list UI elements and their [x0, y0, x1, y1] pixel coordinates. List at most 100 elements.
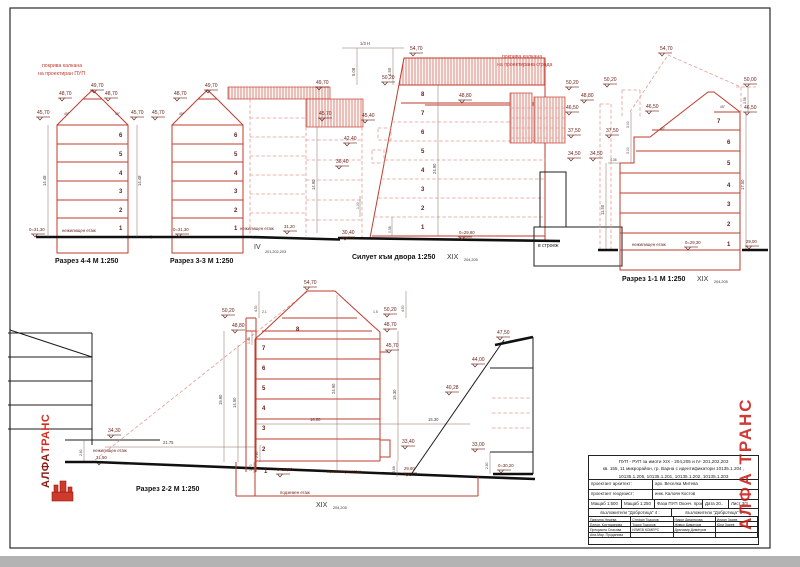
dim-lines — [223, 291, 261, 473]
dim: 2.80 — [255, 451, 259, 458]
section-caption: Разрез 1-1 М 1:250 — [622, 276, 685, 283]
clients-names-grid: Павлина Недева Стефан Тодоров Никол Дими… — [589, 517, 758, 538]
ground-line — [65, 460, 536, 481]
dim: 16.00 — [310, 417, 321, 422]
base-level: 0=31,30 — [173, 227, 189, 232]
section-caption: Силует към двора 1:250 — [352, 254, 435, 261]
plot-sublabel: 204,205 — [714, 280, 728, 284]
architect-name: арх. Веселка Митева — [655, 481, 698, 486]
level-label: 33,00 — [472, 442, 485, 448]
dim: 15.90 — [218, 394, 223, 405]
floor-number: 6 — [421, 130, 425, 136]
dim: 4.50 — [387, 67, 392, 76]
client-name: Стефан Тодоров — [631, 517, 674, 523]
level-label: 54,70 — [410, 46, 423, 52]
angle-label: 45° — [660, 127, 666, 131]
terrace-stairs — [8, 329, 93, 445]
basement: подземен етаж — [235, 462, 479, 497]
dim-lines — [342, 47, 439, 236]
floor-number: 2 — [727, 222, 731, 228]
level-label: 46,50 — [744, 105, 757, 111]
dim: 2.1 — [262, 310, 267, 314]
alfatrans-logo — [51, 480, 74, 502]
client-name: Ана-Мар. Проданова — [589, 532, 632, 538]
roof-note-building-2: на проектирана сграда — [497, 62, 553, 68]
floor-number: 5 — [421, 149, 425, 155]
party-wall-column — [245, 317, 257, 472]
floor-number: 5 — [234, 152, 238, 158]
dim: 17.50 — [740, 179, 745, 190]
dim: 21.75 — [163, 440, 174, 445]
client-name — [715, 527, 758, 533]
third-height-dim: 1/3 Н — [360, 41, 370, 46]
scale-2: Мащаб 1:250 — [622, 500, 655, 508]
plot-label-xix: XIX — [697, 276, 709, 283]
phase: Фаза ПУП Оконч. проект — [657, 500, 703, 508]
roof-note-pup-2: на проектиран ПУП — [38, 71, 85, 77]
title-block: ПУП - РУП за имоти XIX - 204,205 и IV- 2… — [588, 455, 759, 545]
dim: 1.00 — [356, 202, 360, 209]
level-label: 50,00 — [744, 77, 757, 83]
base-level: 0=31,30 — [29, 227, 45, 232]
section-caption: Разрез 3-3 М 1:250 — [170, 258, 233, 265]
level-label: 45,40 — [362, 113, 375, 119]
dim: 11.50 — [600, 204, 605, 215]
level-label: 45,70 — [386, 343, 399, 349]
ground-line — [150, 235, 341, 241]
level-label: 49,70 — [205, 83, 218, 89]
section-2-2: 34,30 2.80 нежилищен етаж 31,50 21.75 50… — [8, 280, 536, 510]
plot-label-iv: IV — [254, 244, 261, 251]
floor-number: 1 — [421, 225, 425, 231]
client-name: Драгомир Димитров — [673, 527, 716, 533]
dim: 1.40 — [247, 337, 251, 344]
level-label: 47,50 — [497, 330, 510, 336]
level-label: 50,20 — [222, 308, 235, 314]
dim: 3.68 — [392, 466, 396, 473]
dim-lines — [605, 87, 749, 250]
level-label: 40,28 — [446, 385, 459, 391]
client-name — [631, 532, 674, 538]
ground-line — [337, 236, 561, 243]
level-label: 46,50 — [646, 104, 659, 110]
project-title-line3: 10135.1.205, 10135.1.201, 10135.1.202, 1… — [618, 473, 729, 479]
stamp-alfa: АЛФА — [40, 453, 52, 488]
roof-note-pup: покрива калкана — [42, 63, 82, 69]
right-slope-structure — [409, 335, 534, 477]
dim: 14.50 — [232, 397, 237, 408]
level-label: 36,40 — [336, 159, 349, 165]
dim: 5.08 — [351, 67, 356, 76]
floor-number: 1 — [727, 242, 731, 248]
building-outline — [171, 89, 244, 254]
dashed-roof-envelope — [629, 54, 756, 113]
level-label: 34,50 — [568, 151, 581, 157]
client-name: Елеон. Костадинова — [589, 522, 632, 528]
client-name: Живко Димитров — [673, 522, 716, 528]
level-label: 30,40 — [342, 230, 355, 236]
nonres-floor-label: нежилищен етаж — [62, 228, 96, 233]
level-label: 50,20 — [604, 77, 617, 83]
client-name — [715, 532, 758, 538]
nonres-floor-label: нежилищен етаж — [240, 226, 274, 231]
level-label: 48,80 — [459, 93, 472, 99]
level-label: 46,50 — [566, 105, 579, 111]
dim-lines — [255, 291, 470, 477]
nonres-floor-label: нежилищен етаж — [632, 242, 666, 247]
floor-number: 7 — [262, 346, 266, 352]
hatched-wall-band — [305, 98, 364, 128]
level-label: 54,70 — [660, 46, 673, 52]
floor-number: 6 — [262, 366, 266, 372]
angle-label: 45° — [115, 112, 121, 116]
dim: 3.58 — [743, 97, 747, 104]
dim: 4.50 — [254, 305, 258, 312]
plot-sublabel: 204,205 — [464, 258, 478, 262]
scale-1: Мащаб 1:500 — [589, 500, 622, 508]
party-wall-dashed — [599, 89, 641, 250]
hatched-existing-building — [533, 96, 566, 144]
level-label: 45,70 — [37, 110, 50, 116]
level-label: 45,70 — [319, 111, 332, 117]
floor-number: 4 — [262, 406, 266, 412]
45deg-dashed-line — [94, 291, 308, 461]
dim: 0.58 — [388, 226, 392, 233]
angle-label: 45° — [179, 112, 185, 116]
